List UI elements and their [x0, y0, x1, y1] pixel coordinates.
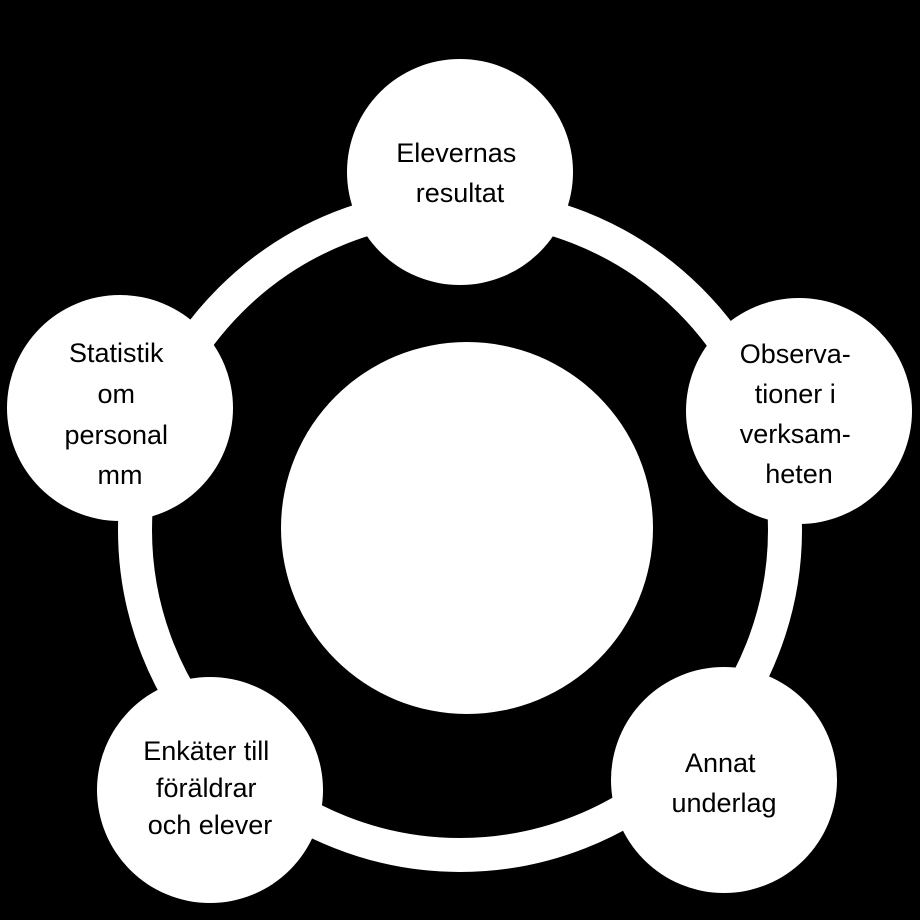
- node-label-line: verksam-: [740, 419, 851, 449]
- node-label: Enkäter till föräldrar och elever: [143, 736, 277, 840]
- node-label-line: underlag: [671, 788, 776, 818]
- node-enkater: Enkäter till föräldrar och elever: [97, 677, 323, 903]
- node-label-line: Enkäter till: [143, 736, 269, 766]
- node-label-line: Statistik: [69, 338, 164, 368]
- node-label-line: Elevernas: [396, 138, 516, 168]
- node-label-line: heten: [765, 459, 833, 489]
- node-observationer: Observa- tioner i verksam- heten: [686, 298, 912, 524]
- node-label-line: om: [97, 379, 135, 409]
- node-circle: [97, 677, 323, 903]
- node-label-line: resultat: [416, 178, 505, 208]
- node-label: Elevernas resultat: [396, 138, 524, 208]
- node-circle: [611, 667, 837, 893]
- node-annat-underlag: Annat underlag: [611, 667, 837, 893]
- node-label-line: Annat: [685, 748, 756, 778]
- node-label-line: Observa-: [740, 339, 851, 369]
- node-label-line: mm: [98, 460, 143, 490]
- node-circle: [7, 295, 233, 521]
- node-label-line: tioner i: [755, 379, 836, 409]
- node-label: Annat underlag: [671, 748, 776, 818]
- node-label-line: personal: [64, 420, 168, 450]
- node-elevernas-resultat: Elevernas resultat: [347, 59, 573, 285]
- node-label: Observa- tioner i verksam- heten: [740, 339, 859, 489]
- center-hub: [281, 342, 653, 714]
- node-circle: [347, 59, 573, 285]
- node-label: Statistik om personal mm: [64, 338, 175, 490]
- node-label-line: och elever: [148, 810, 273, 840]
- node-label-line: föräldrar: [156, 773, 257, 803]
- node-statistik: Statistik om personal mm: [7, 295, 233, 521]
- node-circle: [686, 298, 912, 524]
